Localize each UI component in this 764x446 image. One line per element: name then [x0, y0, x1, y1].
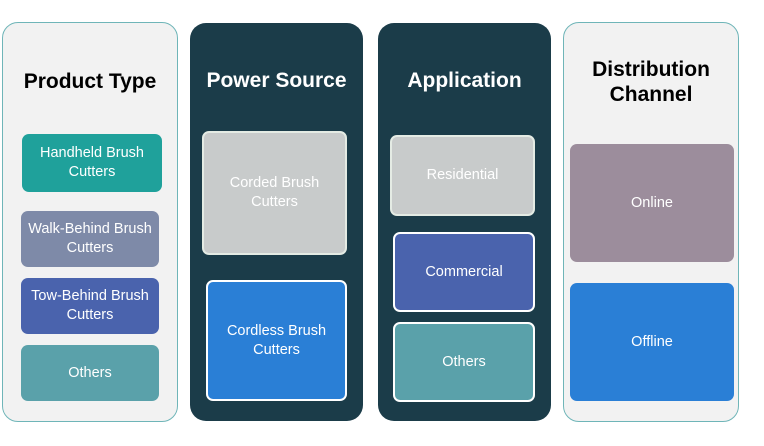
segment-handheld-brush-cutters: Handheld Brush Cutters — [22, 134, 162, 192]
segment-corded-brush-cutters: Corded Brush Cutters — [202, 131, 347, 255]
panel-distribution-channel: Distribution Channel Online Offline — [563, 22, 739, 422]
segment-others: Others — [21, 345, 159, 401]
panel-title: Power Source — [206, 69, 347, 92]
segment-offline: Offline — [570, 283, 734, 401]
segment-others: Others — [393, 322, 535, 402]
segment-cordless-brush-cutters: Cordless Brush Cutters — [206, 280, 347, 401]
segment-online: Online — [570, 144, 734, 262]
panel-product-type: Product Type Handheld Brush Cutters Walk… — [2, 22, 178, 422]
panel-title: Distribution Channel — [592, 58, 710, 106]
segment-residential: Residential — [390, 135, 535, 216]
segment-walk-behind-brush-cutters: Walk-Behind Brush Cutters — [21, 211, 159, 267]
segment-tow-behind-brush-cutters: Tow-Behind Brush Cutters — [21, 278, 159, 334]
panel-title: Product Type — [23, 70, 157, 93]
segment-commercial: Commercial — [393, 232, 535, 312]
panel-application: Application Residential Commercial Other… — [378, 23, 551, 421]
panel-power-source: Power Source Corded Brush Cutters Cordle… — [190, 23, 363, 421]
panel-title: Application — [407, 69, 522, 92]
